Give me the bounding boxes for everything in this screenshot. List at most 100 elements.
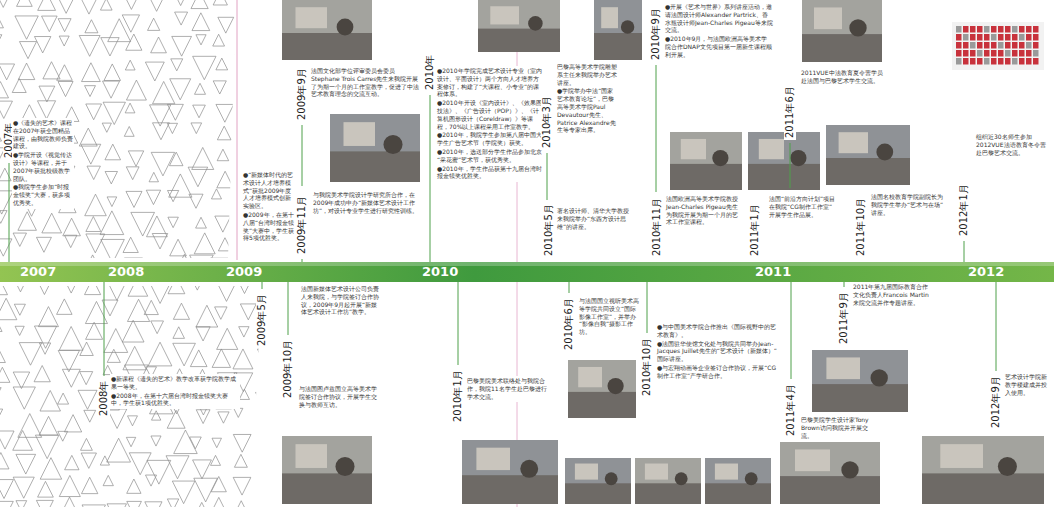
triangle	[215, 307, 227, 319]
triangle	[58, 19, 71, 32]
event-text: ●2010年，我院学生参加第八届中国大学生广告艺术节（学院奖）获奖。	[437, 131, 543, 147]
triangle	[240, 304, 256, 320]
date-label: 2010年9月	[650, 6, 662, 62]
triangle	[0, 211, 7, 224]
triangle	[122, 15, 139, 32]
triangle	[39, 86, 55, 102]
triangle	[259, 411, 283, 435]
text-block: 与法国图卢兹国立高等美术学院签订合作协议，开展学生交换与教师互访。	[298, 384, 382, 410]
triangle	[233, 477, 251, 495]
photo-shade	[748, 164, 820, 190]
triangle	[126, 80, 146, 100]
leader-line	[302, 259, 303, 262]
photo-light	[795, 449, 830, 471]
text-block: ●“新媒体时代的艺术设计人才培养模式”获批2009年度人才培养模式创新实验区。●…	[242, 170, 296, 244]
triangle	[16, 501, 27, 507]
poster-cell	[1026, 58, 1032, 65]
triangle	[15, 326, 24, 335]
triangle	[128, 151, 143, 166]
leader-line	[569, 282, 570, 293]
triangle	[237, 278, 252, 293]
photo-frame	[780, 442, 880, 504]
triangle	[81, 453, 96, 468]
leader-line	[262, 282, 263, 289]
event-text: ●2010年学院完成艺术设计专业（室内设计、平面设计）两个方向人才培养方案修订，…	[437, 67, 543, 98]
triangle	[0, 321, 2, 331]
triangle	[86, 217, 101, 232]
triangle	[172, 481, 195, 504]
triangle	[193, 105, 206, 118]
year-label: 2011	[755, 264, 791, 280]
triangle	[148, 18, 160, 30]
triangle	[109, 284, 125, 300]
triangle	[38, 307, 58, 327]
poster-cell	[998, 42, 1004, 49]
triangle	[192, 147, 214, 169]
photo	[670, 132, 742, 190]
triangle	[12, 79, 26, 93]
photo-shade	[462, 475, 558, 504]
triangle	[103, 81, 120, 98]
date-label: 2010年11月	[651, 196, 663, 258]
triangle	[0, 298, 17, 319]
triangle	[126, 34, 142, 50]
triangle	[43, 62, 60, 79]
text-block: ●《遗失的艺术》课程在2007年获全国精品课程，由我院教师负责建设。●学院开设《…	[12, 118, 74, 209]
photo-shade	[282, 473, 372, 504]
triangle	[0, 431, 14, 449]
photo	[748, 132, 820, 190]
triangle	[149, 172, 158, 181]
triangle	[194, 233, 215, 254]
triangle	[148, 258, 164, 274]
leader-line	[288, 282, 289, 335]
event-text: 与我院美术学院设计学研究所合作，在2009年成功申办“新媒体艺术设计工作坊”，对…	[313, 191, 421, 214]
triangle	[218, 238, 231, 251]
triangle	[148, 342, 172, 366]
triangle	[81, 438, 93, 450]
triangle	[79, 0, 98, 14]
triangle	[0, 101, 12, 118]
triangle	[261, 456, 276, 471]
poster-cell	[984, 26, 990, 33]
photo	[330, 114, 420, 182]
triangle	[0, 501, 13, 507]
triangle	[261, 497, 271, 507]
photo-shade	[565, 483, 631, 504]
triangle	[127, 479, 141, 493]
triangle	[213, 81, 226, 94]
photo-frame	[594, 0, 642, 60]
poster-cell	[1019, 42, 1025, 49]
triangle	[144, 300, 158, 314]
triangle	[107, 349, 120, 362]
triangle	[233, 434, 251, 452]
photo	[705, 458, 771, 504]
poster-cell	[956, 42, 962, 49]
triangle	[257, 349, 268, 360]
event-text: 法国名校教育学院副院长为我院学生举办“艺术与在场”讲座。	[871, 193, 946, 216]
triangle	[167, 123, 177, 133]
triangle	[101, 239, 125, 263]
text-block: 巴黎高等美术学院雕塑系主任来我院举办艺术讲座。●学院举办中法“国家艺术教育论坛”…	[556, 62, 618, 136]
photo-light	[344, 122, 376, 146]
triangle	[238, 85, 261, 108]
text-block: 艺术设计学院新教学楼建成并投入使用。	[1004, 372, 1052, 398]
triangle	[191, 278, 203, 290]
triangle	[210, 497, 227, 507]
triangle	[233, 349, 253, 369]
poster-cell	[977, 34, 983, 41]
poster-cell	[991, 34, 997, 41]
triangle	[82, 505, 105, 507]
triangle	[18, 414, 42, 438]
poster-cell	[991, 26, 997, 33]
poster-cell	[991, 42, 997, 49]
poster-cell	[1033, 34, 1039, 41]
triangle	[196, 502, 207, 507]
poster-cell	[984, 50, 990, 57]
photo-figure	[520, 460, 538, 478]
triangle	[194, 478, 218, 502]
photo-figure	[849, 19, 866, 36]
triangle	[216, 104, 234, 122]
photo-light	[814, 7, 842, 29]
event-text: ●法国驻华使馆文化处与我院共同举办Jean-Jacques Juillet先生的…	[657, 340, 777, 363]
triangle	[57, 299, 72, 314]
